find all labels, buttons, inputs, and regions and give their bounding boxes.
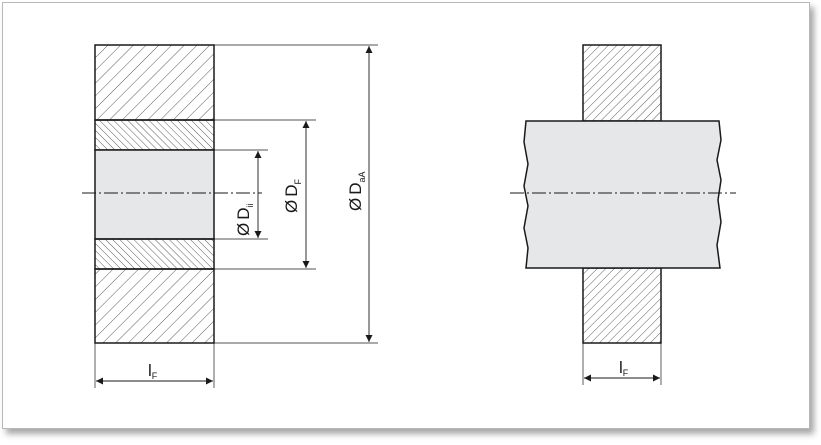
grinding-wheel-section bbox=[94, 44, 215, 344]
extension-lines-right bbox=[582, 343, 662, 385]
shaft bbox=[523, 120, 722, 269]
extension-lines-left bbox=[94, 44, 378, 388]
label-outer-diameter: ØDaA bbox=[346, 171, 367, 211]
bore bbox=[94, 149, 215, 240]
label-width-right: lF bbox=[619, 358, 629, 378]
wheel-outer-lower bbox=[94, 268, 215, 344]
flange-upper bbox=[94, 119, 215, 151]
wheel-outer-upper bbox=[94, 44, 215, 121]
flange-upper-right bbox=[582, 44, 662, 122]
label-inner-diameter: ØDii bbox=[234, 203, 255, 236]
flange-lower-right bbox=[582, 267, 662, 344]
label-flange-diameter: ØDF bbox=[282, 178, 303, 213]
flange-shaft-view bbox=[523, 44, 722, 344]
flange-lower bbox=[94, 238, 215, 270]
label-width-left: lF bbox=[148, 361, 158, 381]
